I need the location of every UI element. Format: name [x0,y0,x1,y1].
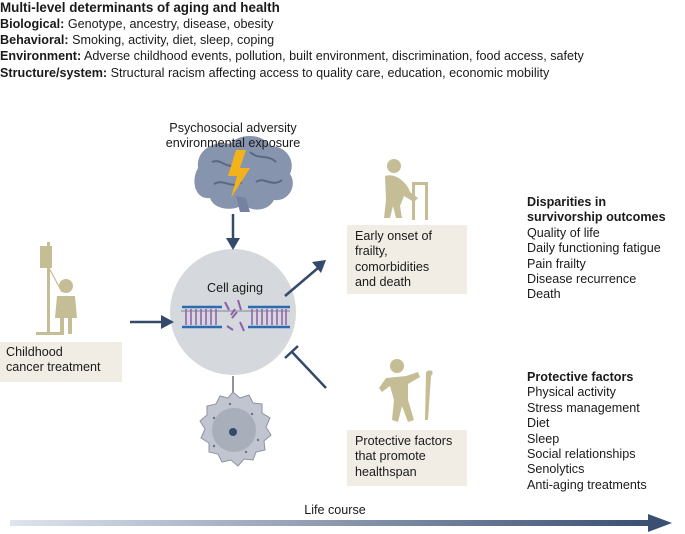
list-item: Physical activity [527,385,616,400]
list-item: Daily functioning fatigue [527,241,661,256]
elderly-walker-icon [384,159,428,220]
list-item: Diet [527,416,550,431]
protective-list-title: Protective factors [527,370,634,384]
list-item: Death [527,287,561,302]
dna-icon [181,299,290,332]
list-item: Disease recurrence [527,272,637,287]
list-item: Sleep [527,431,560,446]
disparities-list: Disparities in survivorship outcomes Qua… [527,195,685,303]
list-item: Social relationships [527,447,636,462]
elderly-active-icon [379,359,433,422]
header-title: Multi-level determinants of aging and he… [0,0,280,15]
senescent-cell-icon [199,391,272,467]
disparities-title-2: survivorship outcomes [527,210,666,225]
protective-factors-box: Protective factors that promote healthsp… [347,430,467,486]
arrow-brain-to-cell [226,214,240,250]
brain-icon [194,135,293,212]
header-row-environment: Environment: Adverse childhood events, p… [0,49,584,64]
early-onset-box: Early onset of frailty, comorbidities an… [347,225,467,294]
protective-factors-list: Protective factors Physical activity Str… [527,370,685,493]
header-row-behavioral: Behavioral: Smoking, activity, diet, sle… [0,33,275,48]
header-block: Multi-level determinants of aging and he… [0,0,685,81]
disparities-title: Disparities in [527,195,607,209]
child-iv-icon [36,242,77,335]
list-item: Senolytics [527,462,585,477]
list-item: Stress management [527,400,640,415]
arrow-childhood-to-cell [130,315,174,329]
inhibit-protective-to-cell [284,345,327,389]
childhood-cancer-box: Childhood cancer treatment [0,342,122,382]
cell-aging-label: Cell aging [206,281,263,295]
header-row-biological: Biological: Genotype, ancestry, disease,… [0,17,274,31]
psychosocial-label: Psychosocial adversity environmental exp… [165,121,301,151]
header-row-structure: Structure/system: Structural racism affe… [0,65,550,80]
life-course-arrow [10,514,672,532]
arrow-cell-to-early-onset [284,260,326,297]
list-item: Anti-aging treatments [527,477,647,492]
list-item: Quality of life [527,225,600,240]
life-course-label: Life course [304,503,366,517]
list-item: Pain frailty [527,256,586,271]
